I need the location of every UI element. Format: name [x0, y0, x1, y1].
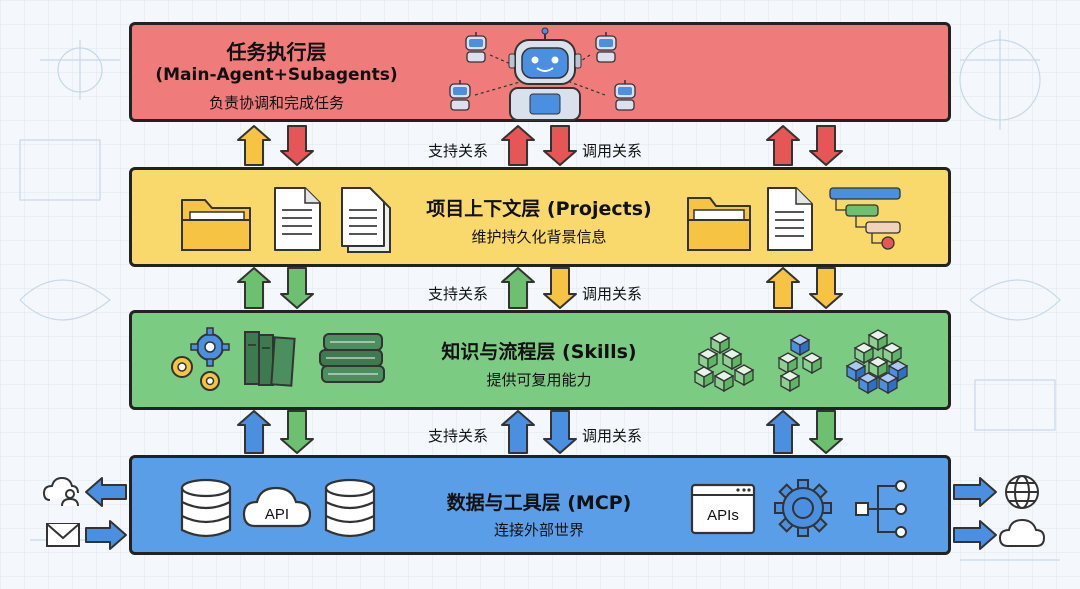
- mcp-right-icons: APIs: [690, 479, 907, 538]
- support-arrow-3-1: [237, 410, 271, 454]
- user-cloud-icon: [42, 476, 79, 507]
- mcp-layer-subtitle: 连接外部世界: [493, 521, 584, 539]
- database-icon: [324, 478, 376, 538]
- network-icon: [855, 480, 907, 538]
- projects-layer: 项目上下文层 (Projects) 维护持久化背景信息: [129, 167, 951, 267]
- call-arrow-2-6: [809, 267, 843, 309]
- support-arrow-3-3: [501, 410, 535, 454]
- call-relation-label-3: 调用关系: [582, 427, 643, 445]
- support-arrow-3-5: [766, 410, 800, 454]
- projects-layer-title: 项目上下文层 (Projects): [426, 198, 652, 220]
- outgoing-arrow-left: [85, 477, 127, 507]
- support-arrow-2-5: [766, 267, 800, 309]
- books-icon: [319, 333, 385, 383]
- call-arrow-2-2: [280, 267, 314, 309]
- support-arrow-1-5: [766, 125, 800, 166]
- call-arrow-1-4: [543, 125, 577, 166]
- api-cloud-label: API: [265, 506, 289, 523]
- gear-icon: [774, 479, 832, 537]
- call-arrow-2-4: [543, 267, 577, 309]
- outgoing-arrow-right: [953, 477, 997, 507]
- incoming-arrow-left: [85, 520, 127, 550]
- skills-layer-title: 知识与流程层 (Skills): [441, 341, 637, 363]
- books-icon: [244, 331, 296, 387]
- task-layer-title-en: (Main-Agent+Subagents): [155, 65, 398, 85]
- left-external-icons: [42, 476, 127, 550]
- projects-right-icons: [687, 187, 901, 251]
- document-icon: [767, 187, 813, 251]
- globe-icon: [1005, 475, 1039, 509]
- document-icon: [274, 187, 321, 251]
- call-arrow-1-6: [809, 125, 843, 166]
- mcp-layer-title: 数据与工具层 (MCP): [446, 492, 632, 514]
- projects-layer-subtitle: 维护持久化背景信息: [471, 228, 607, 246]
- subagent-robot-icon: [465, 32, 487, 63]
- api-cloud-icon: API: [242, 486, 312, 528]
- outgoing-arrow-right-2: [953, 520, 997, 550]
- subagent-robot-icon: [449, 80, 471, 111]
- folder-icon: [687, 197, 751, 251]
- support-relation-label-3: 支持关系: [428, 427, 489, 445]
- mail-icon: [46, 523, 80, 547]
- support-arrow-2-3: [501, 267, 535, 309]
- robot-team-icon: [449, 27, 636, 121]
- mcp-left-icons: API: [180, 478, 376, 538]
- right-external-icons: [953, 475, 1046, 550]
- subagent-robot-icon: [595, 32, 617, 63]
- call-arrow-3-2: [280, 410, 314, 454]
- task-layer-subtitle: 负责协调和完成任务: [208, 94, 344, 112]
- call-arrow-3-6: [809, 410, 843, 454]
- document-icon: [341, 187, 391, 253]
- main-robot-icon: [508, 27, 582, 121]
- support-relation-label-1: 支持关系: [428, 142, 489, 160]
- call-relation-label-2: 调用关系: [582, 285, 643, 303]
- support-arrow-1-1: [237, 125, 271, 166]
- folder-icon: [181, 199, 251, 251]
- skills-layer-subtitle: 提供可复用能力: [486, 371, 592, 389]
- call-relation-label-1: 调用关系: [582, 142, 643, 160]
- call-arrow-1-2: [280, 125, 314, 166]
- support-arrow-1-3: [501, 125, 535, 166]
- apis-window-label: APIs: [707, 507, 739, 524]
- gantt-icon: [829, 187, 901, 250]
- projects-left-icons: [181, 187, 391, 253]
- task-layer-title: 任务执行层: [226, 40, 327, 64]
- cloud-icon: [998, 518, 1046, 547]
- apis-window-icon: APIs: [690, 483, 756, 535]
- gears-icon: [171, 327, 230, 391]
- support-arrow-2-1: [237, 267, 271, 309]
- database-icon: [180, 478, 232, 538]
- skills-left-icons: [171, 327, 385, 391]
- subagent-robot-icon: [614, 80, 636, 111]
- call-arrow-3-4: [543, 410, 577, 454]
- support-relation-label-2: 支持关系: [428, 285, 489, 303]
